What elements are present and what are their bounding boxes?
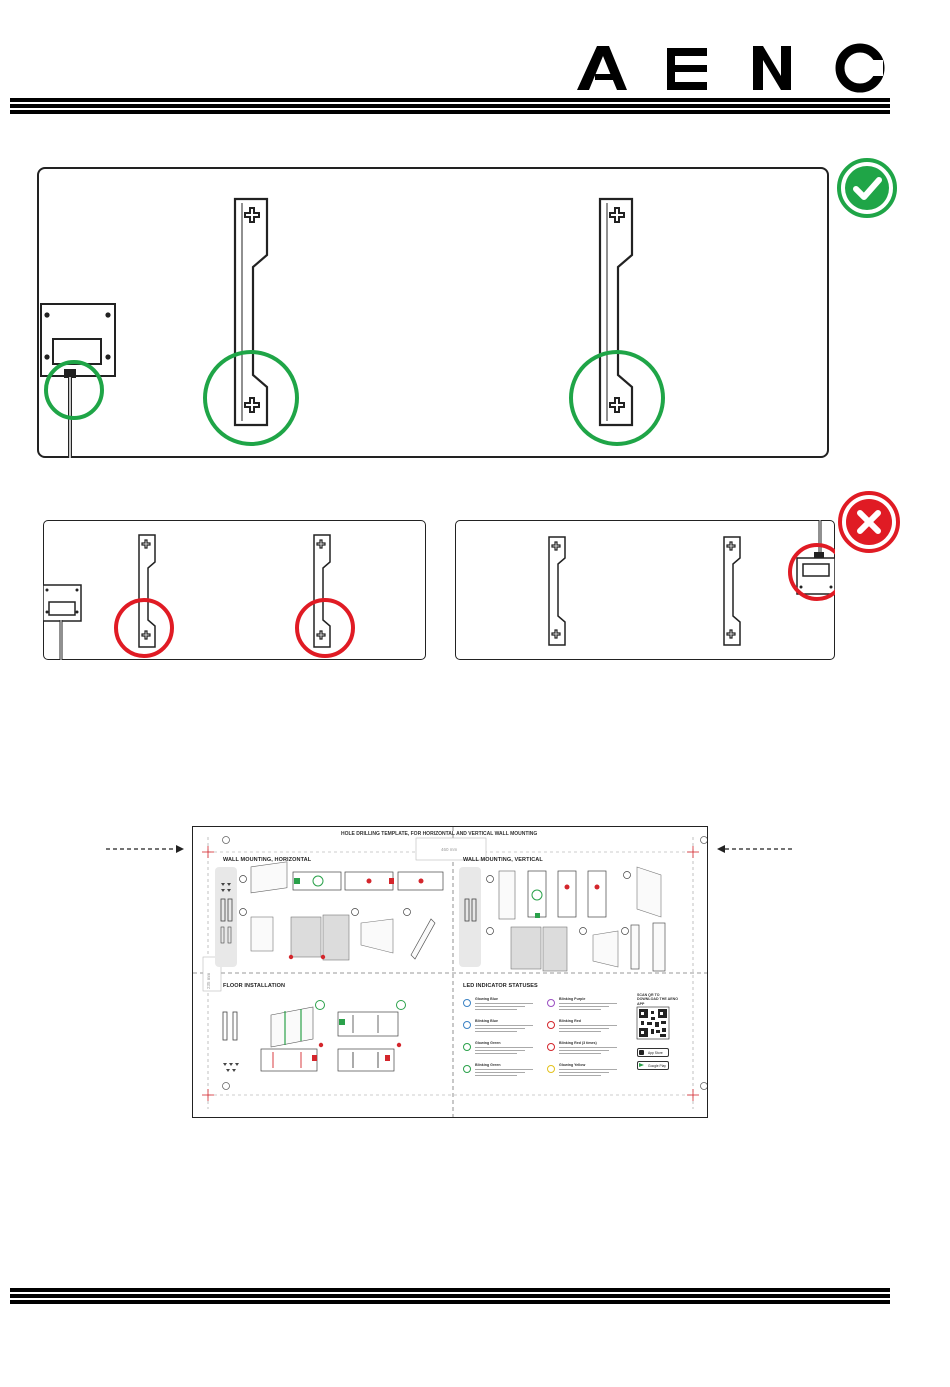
- check-circle-icon: [835, 156, 899, 220]
- led-status-text-line: [559, 1028, 609, 1029]
- section-floor: FLOOR INSTALLATION: [223, 983, 286, 989]
- section-led: LED INDICATOR STATUSES: [463, 983, 538, 989]
- google-play-badge: Google Play: [637, 1061, 669, 1070]
- left-arrow-icon: [106, 843, 186, 855]
- led-status-ring: [463, 1043, 471, 1051]
- correct-mounting-diagram: [40, 197, 665, 458]
- led-status-text-line: [559, 1075, 601, 1076]
- led-status-text-line: [475, 1025, 533, 1026]
- apple-icon: [639, 1050, 644, 1055]
- aeno-logo: [575, 40, 885, 96]
- drilling-template: HOLE DRILLING TEMPLATE, FOR HORIZONTAL A…: [192, 826, 708, 1118]
- led-status-text-line: [475, 1050, 525, 1051]
- led-status-ring: [547, 1021, 555, 1029]
- wrong-mounting-panel-1: [43, 520, 426, 660]
- template-height-label: 235 mm: [206, 972, 211, 989]
- led-status-text-line: [559, 1053, 601, 1054]
- led-status-title: Glowing Yellow: [559, 1063, 586, 1067]
- qr-code: [636, 1006, 670, 1040]
- footer-rule: [10, 1288, 890, 1306]
- led-status-text-line: [475, 1031, 517, 1032]
- app-store-badge: App Store: [637, 1048, 669, 1057]
- led-status-text-line: [559, 1003, 617, 1004]
- led-status-title: Glowing Green: [475, 1041, 501, 1045]
- led-status-ring: [547, 1043, 555, 1051]
- led-status-title: Glowing Blue: [475, 997, 498, 1001]
- led-status-ring: [463, 999, 471, 1007]
- header-rule: [10, 98, 890, 116]
- led-status-ring: [547, 999, 555, 1007]
- x-circle-icon: [836, 489, 902, 555]
- led-status-text-line: [559, 1006, 609, 1007]
- led-status-text-line: [559, 1031, 601, 1032]
- led-status-text-line: [475, 1072, 525, 1073]
- led-status-text-line: [475, 1009, 517, 1010]
- led-status-text-line: [475, 1069, 533, 1070]
- right-arrow-icon: [715, 843, 795, 855]
- led-status-title: Blinking Green: [475, 1063, 501, 1067]
- led-status-text-line: [475, 1028, 525, 1029]
- led-status-text-line: [559, 1047, 617, 1048]
- template-width-label: 460 mm: [441, 847, 458, 852]
- section-wall-vertical: WALL MOUNTING, VERTICAL: [463, 857, 543, 863]
- led-status-text-line: [559, 1072, 609, 1073]
- led-status-ring: [463, 1065, 471, 1073]
- led-status-title: Blinking Blue: [475, 1019, 498, 1023]
- led-status-text-line: [559, 1069, 617, 1070]
- led-status-text-line: [475, 1003, 533, 1004]
- led-status-title: Blinking Red: [559, 1019, 581, 1023]
- play-icon: [639, 1063, 644, 1067]
- correct-mounting-panel: [37, 167, 829, 458]
- led-status-text-line: [559, 1009, 601, 1010]
- wrong-mounting-panel-2: [455, 520, 835, 660]
- led-status-ring: [463, 1021, 471, 1029]
- led-status-text-line: [475, 1075, 517, 1076]
- led-status-title: Blinking Red (3 times): [559, 1041, 597, 1045]
- led-status-text-line: [475, 1006, 525, 1007]
- led-status-text-line: [475, 1053, 517, 1054]
- led-status-title: Blinking Purple: [559, 997, 586, 1001]
- led-status-text-line: [475, 1047, 533, 1048]
- led-status-text-line: [559, 1025, 617, 1026]
- template-title: HOLE DRILLING TEMPLATE, FOR HORIZONTAL A…: [341, 831, 538, 837]
- led-status-text-line: [559, 1050, 609, 1051]
- led-status-ring: [547, 1065, 555, 1073]
- section-wall-horizontal: WALL MOUNTING, HORIZONTAL: [223, 857, 312, 863]
- qr-caption: SCAN QR TO DOWNLOAD THE AENO APP: [637, 993, 678, 1006]
